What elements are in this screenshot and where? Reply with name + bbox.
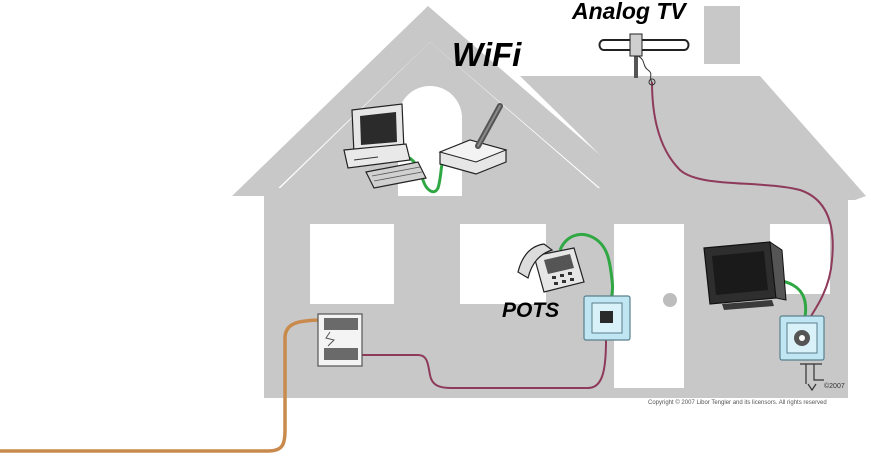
pots-label: POTS: [502, 299, 560, 322]
coax-cable: [651, 81, 834, 331]
analog-tv-label: Analog TV: [572, 0, 686, 24]
wifi-label: WiFi: [452, 36, 522, 73]
wifi-router-icon: [438, 103, 508, 175]
house-walls: [264, 188, 848, 398]
window-left: [310, 224, 394, 304]
drop-cable: [0, 318, 327, 453]
copyright-notice: Copyright © 2007 Libor Tengler and its l…: [648, 400, 827, 406]
computer-icon: [343, 103, 427, 189]
television-icon: [703, 240, 787, 310]
year-mark: ©2007: [824, 383, 845, 390]
door-knob: [663, 293, 677, 307]
phone-jack-icon: [583, 295, 631, 341]
chimney: [704, 6, 740, 64]
logo-icon: [800, 363, 824, 392]
phone-inside-wire: [358, 339, 607, 389]
tv-antenna-icon: [598, 33, 690, 86]
left-roof: [232, 6, 652, 200]
network-interface-box-icon: [317, 313, 363, 367]
telephone-icon: [517, 243, 585, 293]
coax-outlet-icon: [779, 315, 825, 361]
right-roof: [520, 76, 866, 200]
house: [232, 6, 866, 398]
